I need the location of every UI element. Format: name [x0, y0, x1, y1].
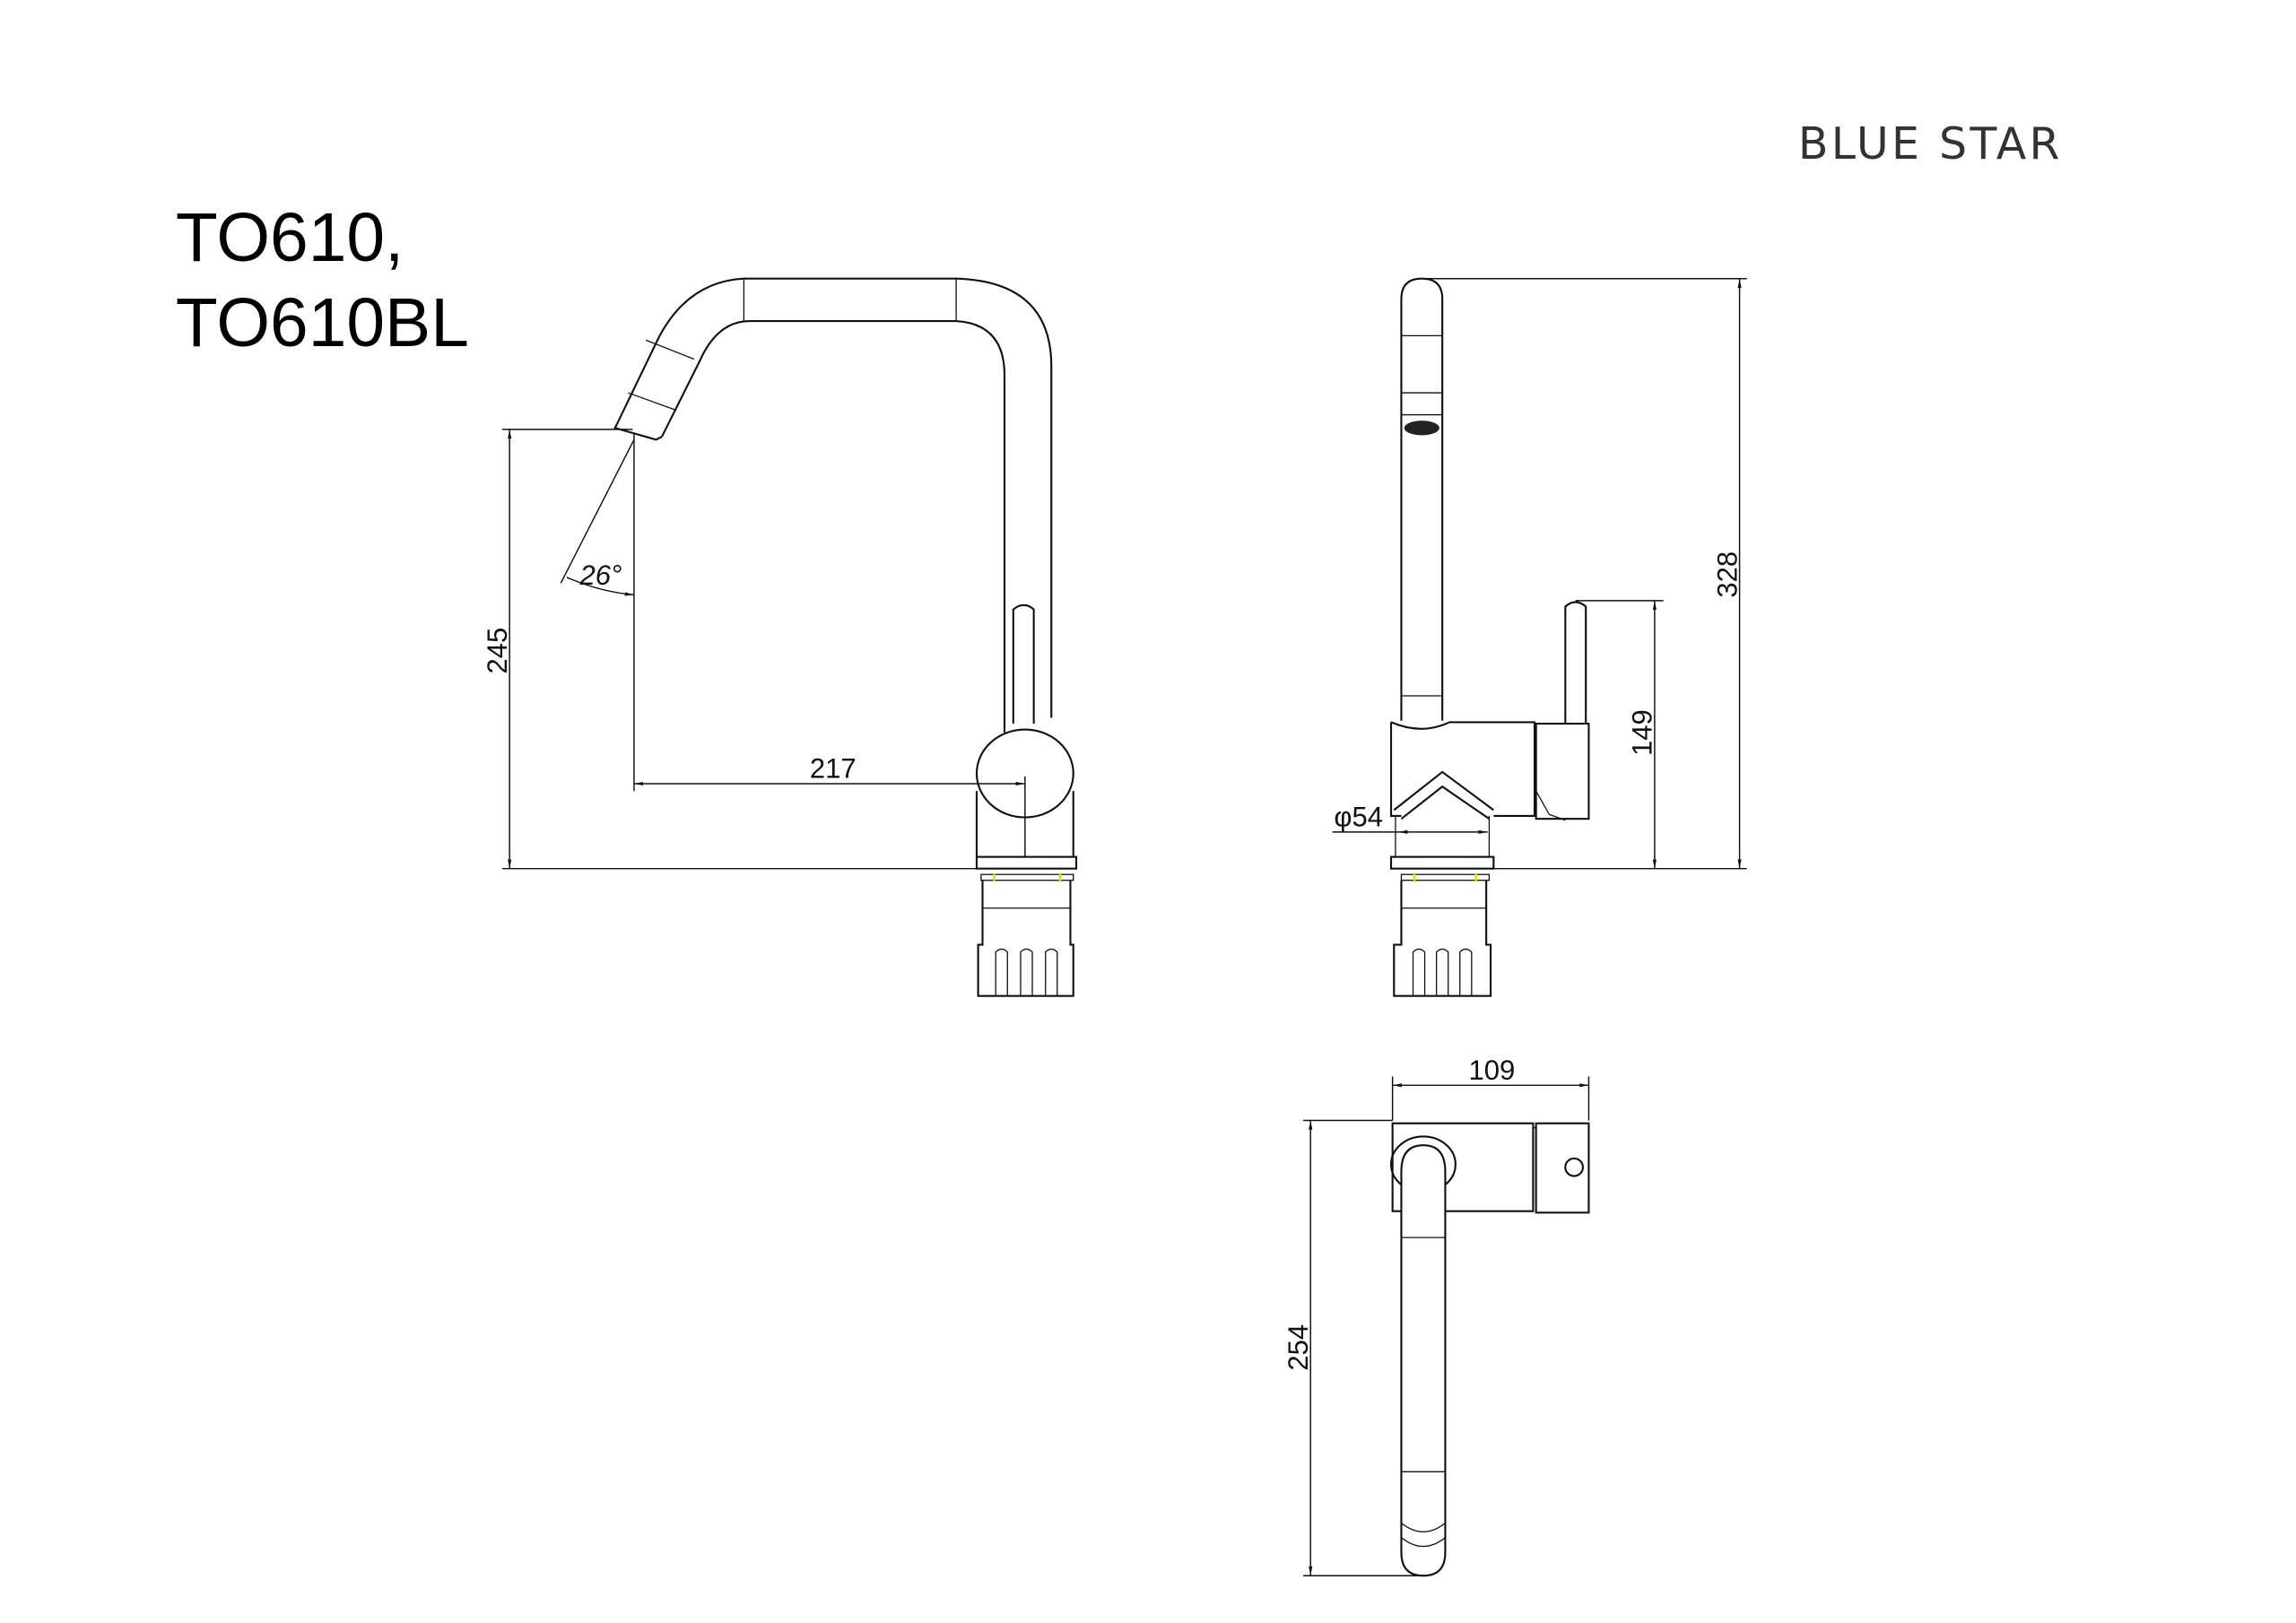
lever	[1012, 603, 1035, 725]
dim-top-width: 109	[1469, 1055, 1516, 1086]
dim-spout-angle: 26°	[579, 560, 622, 591]
brand-logo: BLUE STAR	[1798, 118, 2063, 169]
mounting-thread	[1393, 880, 1492, 997]
lever	[1564, 601, 1587, 725]
dim-top-length: 254	[1283, 1324, 1314, 1371]
handle-block-top	[1535, 1122, 1590, 1214]
spout-top	[1400, 1144, 1447, 1577]
mounting-thread	[977, 880, 1074, 997]
dim-base-diameter: φ54	[1334, 801, 1383, 832]
dim-spout-reach: 217	[810, 752, 857, 784]
spout-outer	[617, 277, 1053, 718]
model-number-1: TO610,	[176, 200, 404, 276]
dim-lever-height: 149	[1627, 709, 1658, 756]
base-chevron	[1393, 770, 1494, 820]
spout-tube	[1400, 277, 1444, 721]
spout-inner	[661, 320, 1006, 733]
side-view: 245 26° 217	[482, 277, 1078, 997]
body-top	[1391, 1122, 1535, 1212]
dim-total-height: 328	[1711, 551, 1743, 598]
top-view: 109 254	[1283, 1055, 1590, 1577]
dim-spout-height: 245	[482, 628, 513, 674]
aerator	[1404, 421, 1439, 436]
model-number-2: TO610BL	[176, 285, 469, 361]
front-view: 328 149 φ54	[1332, 277, 1747, 997]
lever-hole	[1564, 1157, 1584, 1177]
